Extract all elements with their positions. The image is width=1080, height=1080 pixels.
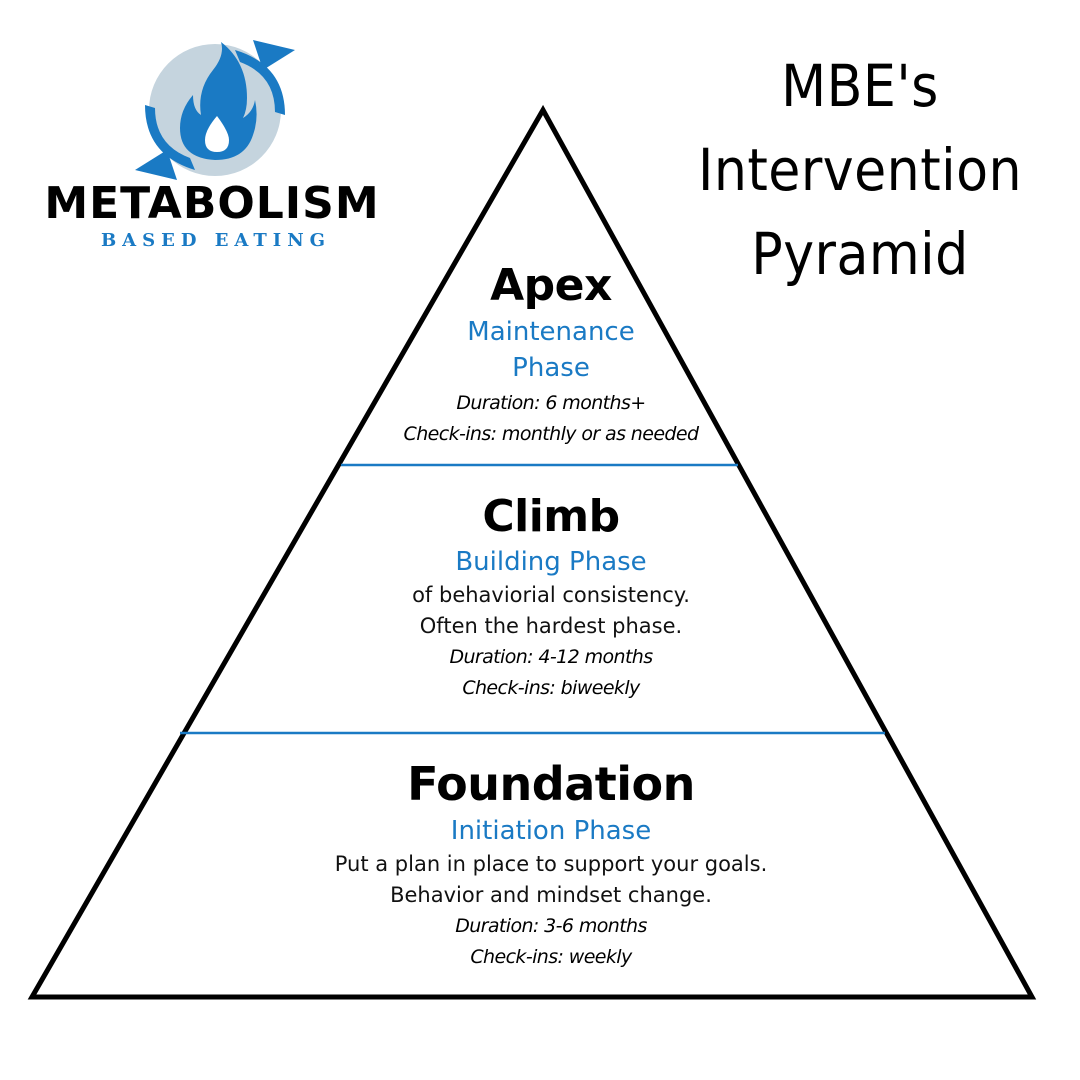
tier-climb-checkins: Check-ins: biweekly bbox=[462, 677, 640, 699]
tier-apex-phase-line-2: Phase bbox=[512, 353, 590, 383]
tier-climb: Climb Building Phase of behaviorial cons… bbox=[412, 490, 690, 704]
tier-apex-title: Apex bbox=[490, 260, 612, 311]
flame-cycle-icon bbox=[135, 40, 295, 180]
tier-foundation-checkins: Check-ins: weekly bbox=[470, 946, 632, 968]
tier-apex-phase-line-1: Maintenance bbox=[467, 317, 635, 347]
tier-foundation-description-line-1: Put a plan in place to support your goal… bbox=[334, 852, 768, 876]
tier-climb-phase: Building Phase bbox=[455, 547, 647, 577]
title-line-2: Intervention bbox=[697, 136, 1023, 204]
tier-foundation-description-line-2: Behavior and mindset change. bbox=[390, 883, 712, 907]
tier-foundation-duration: Duration: 3-6 months bbox=[455, 915, 647, 937]
logo-tagline: BASED EATING bbox=[100, 230, 332, 251]
diagram-title: MBE's Intervention Pyramid bbox=[680, 50, 1040, 290]
tier-foundation-phase: Initiation Phase bbox=[450, 816, 652, 846]
title-line-3: Pyramid bbox=[751, 220, 969, 288]
tier-climb-title: Climb bbox=[482, 491, 620, 542]
title-line-1: MBE's bbox=[781, 52, 939, 120]
tier-apex-checkins: Check-ins: monthly or as needed bbox=[403, 423, 699, 445]
tier-apex-duration: Duration: 6 months+ bbox=[456, 392, 646, 414]
logo-wordmark: METABOLISM bbox=[44, 178, 380, 229]
pyramid-outline bbox=[27, 104, 1037, 1000]
tier-climb-description-line-1: of behaviorial consistency. bbox=[412, 583, 690, 607]
tier-apex: Apex Maintenance Phase Duration: 6 month… bbox=[404, 258, 699, 450]
logo: METABOLISM BASED EATING bbox=[25, 40, 405, 260]
tier-climb-description-line-2: Often the hardest phase. bbox=[419, 614, 683, 638]
tier-foundation: Foundation Initiation Phase Put a plan i… bbox=[335, 755, 768, 973]
tier-climb-duration: Duration: 4-12 months bbox=[449, 646, 653, 668]
tier-foundation-title: Foundation bbox=[407, 757, 695, 811]
